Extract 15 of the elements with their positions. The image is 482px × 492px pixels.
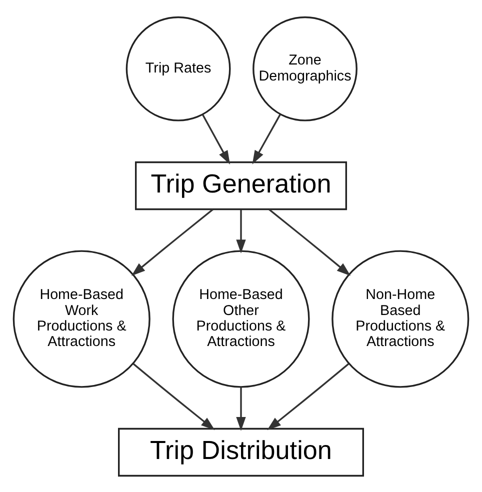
arrow bbox=[268, 208, 351, 276]
arrow bbox=[131, 208, 214, 276]
arrow bbox=[267, 362, 350, 430]
node-circle: Trip Rates bbox=[126, 16, 231, 121]
arrow bbox=[132, 362, 215, 430]
node-circle: Non-Home Based Productions & Attractions bbox=[332, 250, 470, 388]
arrow bbox=[236, 209, 246, 253]
node-circle: Zone Demographics bbox=[252, 16, 358, 121]
arrow bbox=[202, 114, 230, 164]
node-box: Trip Generation bbox=[134, 160, 348, 210]
node-box: Trip Distribution bbox=[118, 427, 364, 476]
arrow bbox=[236, 386, 246, 430]
node-circle: Home-Based Other Productions & Attractions bbox=[172, 250, 310, 388]
arrow bbox=[252, 113, 282, 164]
node-circle: Home-Based Work Productions & Attractions bbox=[12, 250, 150, 388]
